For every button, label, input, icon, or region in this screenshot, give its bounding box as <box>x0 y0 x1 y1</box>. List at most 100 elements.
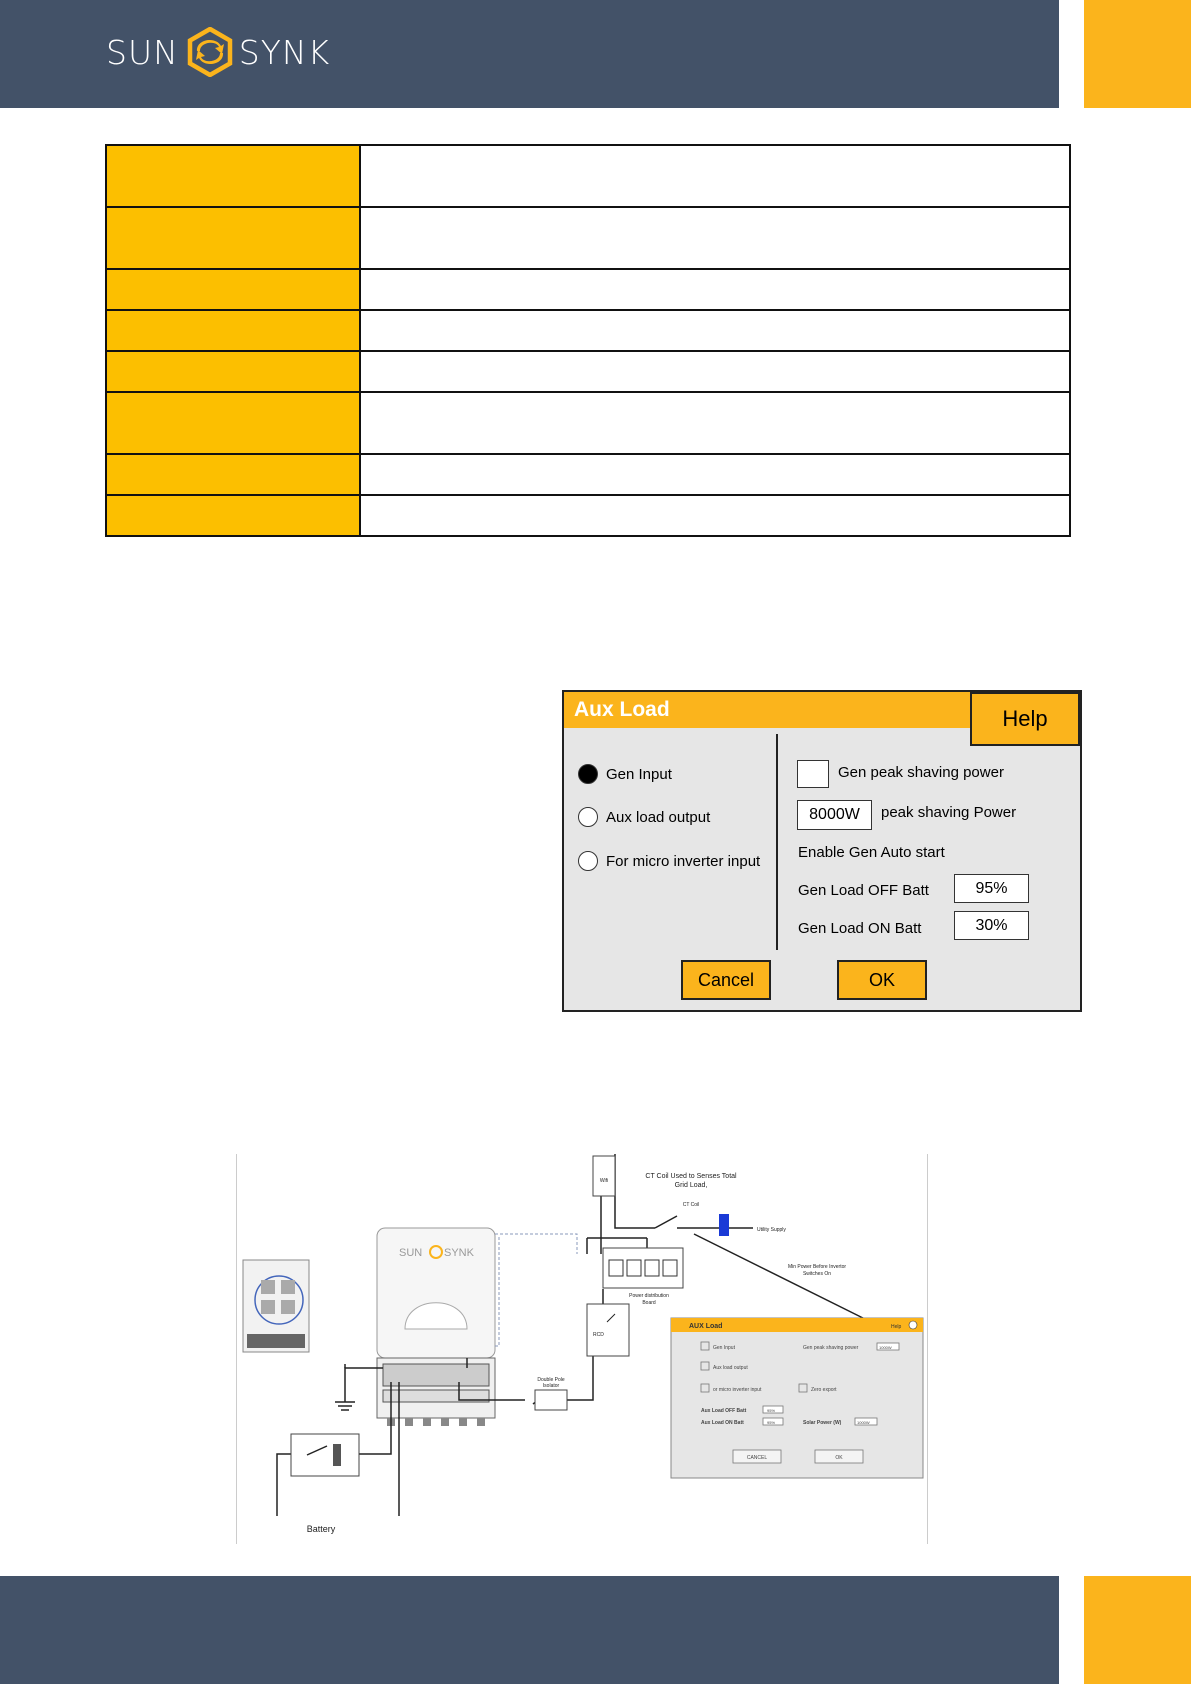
wiring-diagram: SUN SYNK <box>236 1154 928 1544</box>
table-key-cell <box>105 268 361 311</box>
rcd-label: RCD <box>593 1332 604 1338</box>
table-key-cell <box>105 350 361 393</box>
rcd-switch-icon <box>606 1313 616 1323</box>
battery-label: Battery <box>307 1524 336 1534</box>
peak-shaving-power-label: peak shaving Power <box>881 804 1017 821</box>
table-row <box>105 453 1071 496</box>
logo-text-right: SYNK <box>238 32 331 72</box>
help-button[interactable]: Help <box>970 692 1080 746</box>
table-value-cell <box>359 268 1071 311</box>
mini-gen-input: Gen Input <box>713 1345 736 1351</box>
inverter-logo-icon <box>429 1245 443 1259</box>
min-power-line-1: Min Power Before Invertor <box>788 1264 846 1270</box>
mini-ok-button: OK <box>835 1455 843 1461</box>
battery-switch-icon <box>306 1445 328 1456</box>
table-row <box>105 350 1071 393</box>
table-value-cell <box>359 391 1071 455</box>
isolator-label-line-1: Double Pole <box>537 1377 564 1383</box>
wifi-label: Wifi <box>600 1178 608 1184</box>
table-key-cell <box>105 309 361 352</box>
mini-on-batt-label: Aux Load ON Batt <box>701 1420 744 1426</box>
radio-empty-icon <box>578 851 598 871</box>
table-key-cell <box>105 391 361 455</box>
table-row <box>105 309 1071 352</box>
radio-gen-input[interactable]: Gen Input <box>578 764 672 784</box>
spec-table <box>105 144 1071 537</box>
cancel-button[interactable]: Cancel <box>681 960 771 1000</box>
mini-solar-power-label: Solar Power (W) <box>803 1420 842 1426</box>
table-row <box>105 144 1071 208</box>
terminal-inset-image <box>242 1259 310 1353</box>
rcd-box <box>586 1303 630 1357</box>
radio-label: Aux load output <box>606 808 711 826</box>
logo-text-left: SUN <box>106 32 179 72</box>
table-key-cell <box>105 453 361 496</box>
table-row <box>105 494 1071 537</box>
dashed-link-line <box>495 1233 578 1254</box>
table-value-cell <box>359 494 1071 537</box>
radio-aux-load-output[interactable]: Aux load output <box>578 807 710 827</box>
inverter-logo-left: SUN <box>399 1247 422 1259</box>
gen-load-off-batt-input[interactable]: 95% <box>954 874 1029 903</box>
sunsynk-logo: SUN SYNK <box>106 27 330 77</box>
header-accent-block <box>1084 0 1191 108</box>
page-footer <box>0 1576 1059 1684</box>
radio-label: Gen Input <box>606 765 672 783</box>
gen-peak-shaving-label: Gen peak shaving power <box>838 764 1004 781</box>
mini-aux-load-output: Aux load output <box>713 1365 748 1371</box>
mini-off-batt-label: Aux Load OFF Batt <box>701 1408 747 1414</box>
double-pole-isolator-box <box>534 1389 568 1411</box>
ct-coil-label: CT Coil <box>683 1202 700 1208</box>
table-value-cell <box>359 144 1071 208</box>
min-power-line-2: Switches On <box>803 1271 831 1277</box>
footer-accent-block <box>1084 1576 1191 1684</box>
ok-button[interactable]: OK <box>837 960 927 1000</box>
mini-gen-peak-value: 1000W <box>879 1345 892 1350</box>
table-row <box>105 391 1071 455</box>
mini-off-batt-value: 95% <box>767 1408 775 1413</box>
inverter-unit <box>376 1227 496 1426</box>
dialog-title: Aux Load <box>574 698 670 721</box>
ct-coil-icon <box>719 1214 729 1236</box>
isolator-label-line-2: Isolator <box>543 1383 560 1389</box>
pdb-label-line-1: Power distribution <box>629 1293 669 1299</box>
gen-load-on-batt-input[interactable]: 30% <box>954 911 1029 940</box>
gen-load-off-batt-label: Gen Load OFF Batt <box>798 882 929 899</box>
inverter-logo-right: SYNK <box>444 1247 475 1259</box>
mini-gen-peak-label: Gen peak shaving power <box>803 1345 859 1351</box>
dashed-link-line <box>495 1236 500 1347</box>
table-key-cell <box>105 144 361 208</box>
radio-empty-icon <box>578 807 598 827</box>
battery-isolator-box <box>290 1433 360 1477</box>
mini-aux-load-dialog <box>670 1317 924 1479</box>
enable-gen-auto-start-label: Enable Gen Auto start <box>798 844 945 861</box>
page-header: SUN SYNK <box>0 0 1059 108</box>
table-key-cell <box>105 206 361 270</box>
table-value-cell <box>359 206 1071 270</box>
mini-help-label: Help <box>891 1324 902 1330</box>
sunsynk-hexagon-icon <box>187 27 233 77</box>
pdb-label-line-2: Board <box>642 1300 656 1306</box>
mini-dialog-title: AUX Load <box>689 1323 722 1330</box>
gen-peak-shaving-checkbox[interactable] <box>797 760 829 788</box>
wifi-box <box>592 1155 616 1197</box>
mini-solar-power-value: 1000W <box>857 1420 870 1425</box>
dialog-divider <box>776 734 778 950</box>
utility-supply-label: Utility Supply <box>757 1227 786 1233</box>
table-row <box>105 268 1071 311</box>
mini-micro-inverter: or micro inverter input <box>713 1387 762 1393</box>
table-value-cell <box>359 453 1071 496</box>
gen-load-on-batt-label: Gen Load ON Batt <box>798 920 922 937</box>
table-value-cell <box>359 350 1071 393</box>
wiring-diagram-svg: SUN SYNK <box>242 1154 924 1534</box>
radio-label: For micro inverter input <box>606 852 761 870</box>
ct-caption-line-2: Grid Load, <box>675 1182 708 1189</box>
mini-on-batt-value: 95% <box>767 1420 775 1425</box>
peak-shaving-power-input[interactable]: 8000W <box>797 800 872 830</box>
table-key-cell <box>105 494 361 537</box>
aux-load-dialog: Aux Load Help Gen Input Aux load output … <box>562 690 1082 1012</box>
table-row <box>105 206 1071 270</box>
power-distribution-board <box>602 1247 684 1289</box>
radio-micro-inverter-input[interactable]: For micro inverter input <box>578 851 760 871</box>
radio-selected-icon <box>578 764 598 784</box>
